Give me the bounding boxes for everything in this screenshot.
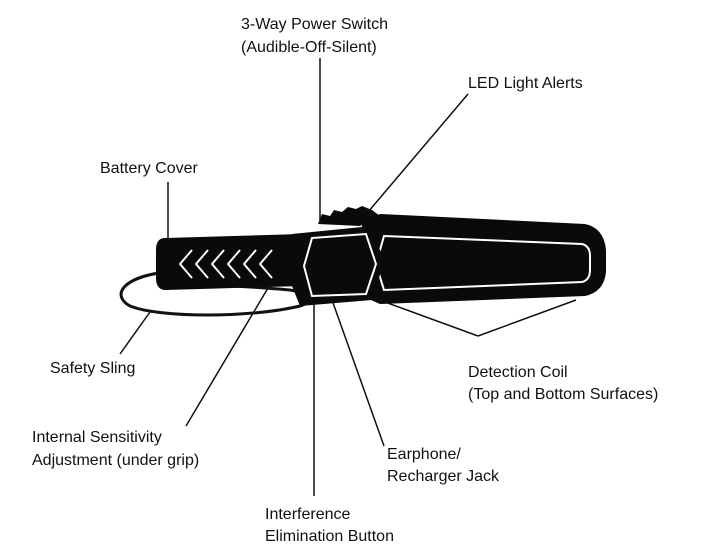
detection-coil-outline <box>374 234 591 292</box>
metal-detector-illustration <box>119 206 606 317</box>
leader-safety-sling <box>119 311 151 355</box>
leader-led-alerts <box>367 93 469 213</box>
leader-coil-top <box>373 297 479 337</box>
label-interference-line2: Elimination Button <box>265 528 394 545</box>
label-power-switch-line1: 3-Way Power Switch <box>241 16 388 33</box>
label-led-alerts: LED Light Alerts <box>468 75 583 92</box>
label-detection-coil-line1: Detection Coil <box>468 364 568 381</box>
control-module <box>292 226 384 306</box>
label-battery-cover-line1: Battery Cover <box>100 160 198 177</box>
label-interference: Interference Elimination Button <box>265 506 394 545</box>
label-earphone: Earphone/ Recharger Jack <box>387 446 500 485</box>
grip-chevrons <box>178 249 273 279</box>
control-module-outline <box>302 232 378 298</box>
label-earphone-line2: Recharger Jack <box>387 468 500 485</box>
label-detection-coil-line2: (Top and Bottom Surfaces) <box>468 386 658 403</box>
label-led-alerts-line1: LED Light Alerts <box>468 75 583 92</box>
label-sensitivity-line2: Adjustment (under grip) <box>32 452 199 469</box>
label-detection-coil: Detection Coil (Top and Bottom Surfaces) <box>468 364 658 403</box>
label-safety-sling-line1: Safety Sling <box>50 360 135 377</box>
label-earphone-line1: Earphone/ <box>387 446 461 463</box>
label-safety-sling: Safety Sling <box>50 360 135 377</box>
label-power-switch: 3-Way Power Switch (Audible-Off-Silent) <box>241 16 392 56</box>
label-battery-cover: Battery Cover <box>100 160 198 177</box>
led-light-bumps <box>318 206 380 226</box>
label-interference-line1: Interference <box>265 506 350 523</box>
label-sensitivity: Internal Sensitivity Adjustment (under g… <box>32 429 199 469</box>
leader-lines <box>119 58 577 496</box>
detection-coil-body <box>362 214 606 304</box>
label-sensitivity-line1: Internal Sensitivity <box>32 429 162 446</box>
label-power-switch-line2: (Audible-Off-Silent) <box>241 39 377 56</box>
leader-coil-bottom <box>477 299 577 337</box>
leader-earphone <box>331 299 385 447</box>
leader-sensitivity <box>185 287 269 427</box>
